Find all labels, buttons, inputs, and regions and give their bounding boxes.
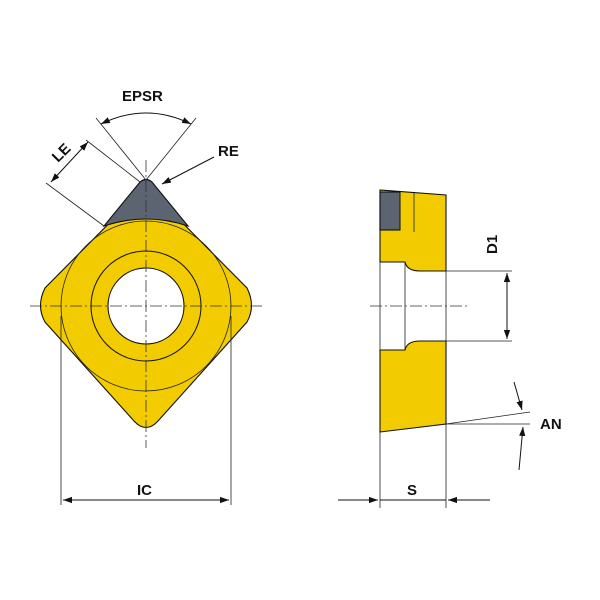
side-view	[370, 189, 470, 433]
s-dimension: S	[338, 424, 490, 508]
an-dimension: AN	[445, 381, 562, 471]
side-tip	[379, 191, 401, 231]
re-dimension: RE	[161, 143, 239, 185]
re-label: RE	[218, 143, 239, 160]
d1-label: D1	[484, 235, 501, 254]
an-label: AN	[540, 416, 562, 433]
side-body-bottom	[379, 340, 447, 433]
front-view	[30, 160, 262, 448]
epsr-dimension: EPSR	[95, 88, 197, 181]
le-label: LE	[49, 140, 75, 166]
ic-dimension: IC	[60, 316, 232, 505]
s-label: S	[407, 482, 417, 499]
epsr-label: EPSR	[122, 88, 163, 105]
ic-label: IC	[137, 482, 152, 499]
d1-dimension: D1	[446, 235, 512, 342]
